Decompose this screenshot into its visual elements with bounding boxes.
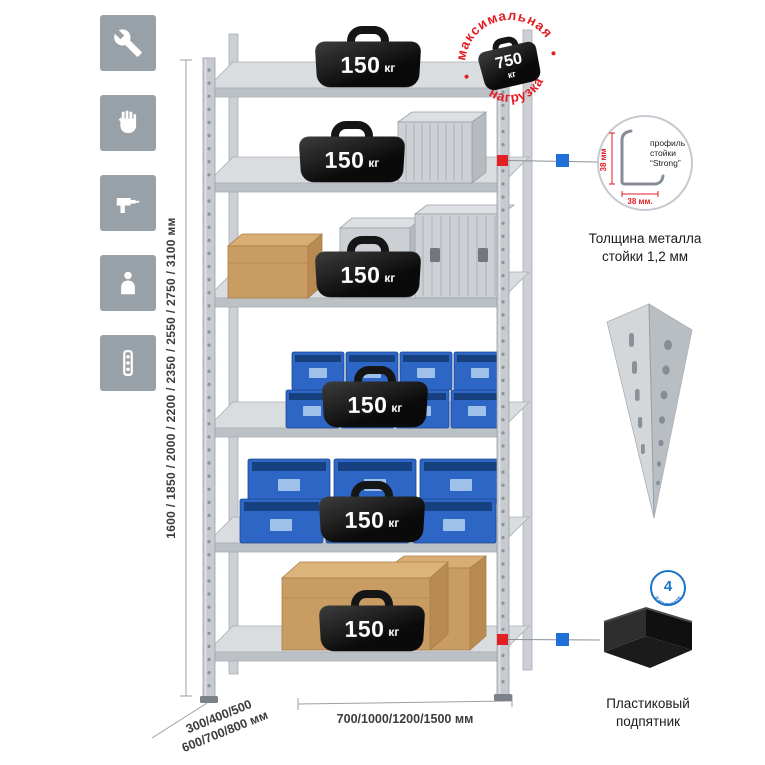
gloves-icon	[100, 95, 156, 151]
weight-value: 150	[340, 51, 381, 78]
height-dimension-label: 1600 / 1850 / 2000 / 2200 / 2350 / 2550 …	[164, 217, 178, 539]
feature-icons	[100, 15, 156, 391]
weight-value: 150	[344, 615, 385, 642]
aluminum-case	[413, 204, 516, 299]
weight-value: 150	[324, 146, 365, 173]
rack-front-post-right	[494, 54, 512, 701]
person-icon	[100, 255, 156, 311]
profile-caption-line2: стойки 1,2 мм	[602, 249, 688, 264]
profile-label-line3: “Strong”	[650, 158, 681, 168]
cardboard-box	[226, 233, 324, 299]
wrench-icon	[100, 15, 156, 71]
profile-caption-line1: Толщина металла	[589, 231, 702, 246]
drill-icon	[100, 175, 156, 231]
foot-caption-line2: подпятник	[616, 714, 680, 729]
profile-dim-horizontal: 38 мм.	[627, 197, 652, 206]
badge-number: 4	[664, 578, 673, 595]
weight-value: 150	[340, 261, 381, 288]
profile-dim-vertical: 38 мм	[599, 148, 608, 171]
max-load-unit: кг	[506, 68, 517, 80]
profile-label-line1: профиль	[650, 138, 686, 148]
weight-value: 150	[344, 506, 385, 533]
weight-unit: кг	[388, 625, 400, 639]
foot-detail: 4 в комплекте Пластиковый подпятник	[603, 570, 693, 729]
weight-value: 150	[347, 391, 388, 418]
callout-foot	[497, 633, 601, 646]
weight-unit: кг	[384, 61, 396, 75]
rack-front-post-left	[200, 57, 218, 703]
profile-cross-section	[620, 129, 665, 186]
weight-unit: кг	[384, 271, 396, 285]
rack-post-icon	[100, 335, 156, 391]
rack-back-posts	[228, 29, 533, 675]
post-detail	[606, 303, 693, 519]
weight-unit: кг	[368, 156, 380, 170]
callout-profile	[497, 154, 598, 167]
weight-unit: кг	[388, 516, 400, 530]
width-dimension-label: 700/1000/1200/1500 мм	[336, 712, 474, 726]
weight-unit: кг	[391, 401, 403, 415]
profile-label-line2: стойки	[650, 148, 676, 158]
profile-detail: 38 мм 38 мм. профиль стойки “Strong” Тол…	[589, 115, 702, 264]
aluminum-case	[396, 111, 488, 184]
foot-caption-line1: Пластиковый	[606, 696, 690, 711]
included-badge: 4 в комплекте	[650, 570, 686, 608]
